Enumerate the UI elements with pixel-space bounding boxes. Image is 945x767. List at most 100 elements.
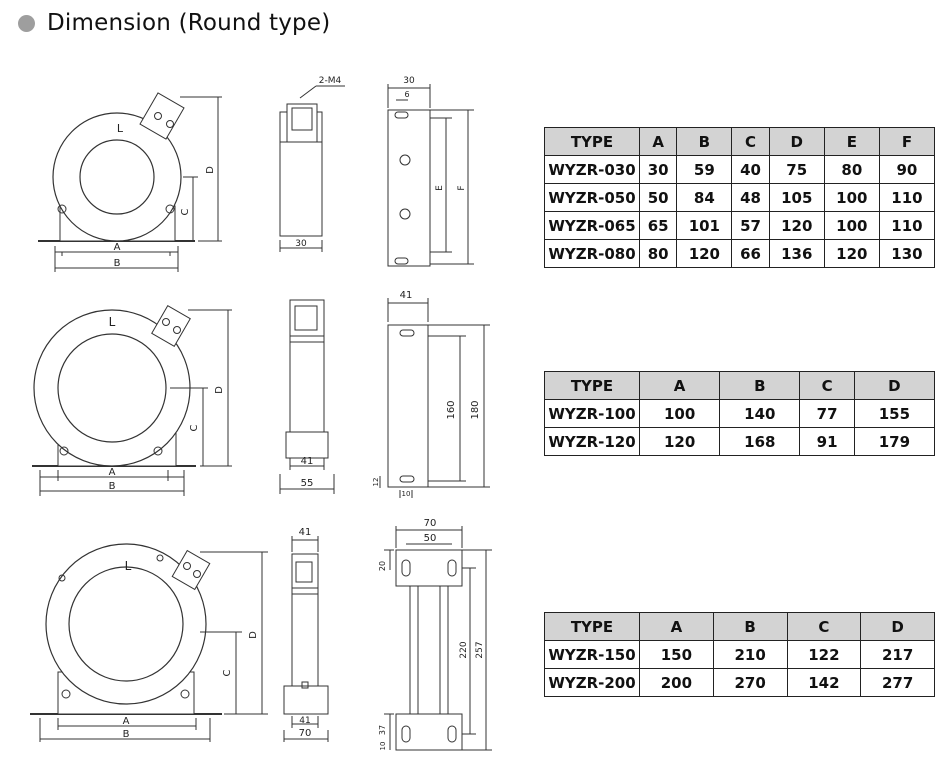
table-cell: WYZR-200 (544, 668, 640, 697)
table-cell: 91 (799, 427, 855, 456)
table-cell: 105 (768, 183, 825, 212)
table-header: A (638, 127, 678, 156)
table-cell: 120 (768, 211, 825, 240)
table-cell: 30 (638, 155, 678, 184)
table-cell: 140 (719, 399, 801, 428)
row3-label-a: A (123, 716, 130, 727)
table-header: B (719, 371, 801, 400)
table-cell: WYZR-050 (544, 183, 640, 212)
table-cell: 120 (638, 427, 721, 456)
table-cell: 80 (823, 155, 880, 184)
row3-label-b: B (123, 729, 130, 740)
row2-label-top: 41 (400, 290, 413, 301)
row2-front-view: L A B C D (32, 304, 232, 496)
row1-label-c: C (180, 208, 191, 215)
table-cell: 200 (639, 668, 714, 697)
table-cell: WYZR-065 (544, 211, 640, 240)
table-header: C (731, 127, 770, 156)
row1-label-width: 30 (295, 239, 307, 249)
row3-label-37: 37 (378, 725, 387, 735)
table-header: TYPE (544, 371, 640, 400)
row1-label-screw: 2-M4 (319, 76, 342, 86)
row2-label-outer: 55 (301, 478, 314, 489)
table-row: WYZR-050 50 84 48 105 100 110 (544, 183, 936, 212)
table-cell: 130 (878, 239, 936, 268)
row3-label-c: C (222, 669, 233, 676)
table-row: WYZR-120 120 168 91 179 (544, 427, 936, 456)
row1-label-e: E (435, 185, 445, 191)
table-header: D (853, 371, 936, 400)
table-cell: 50 (638, 183, 678, 212)
table-row: WYZR-065 65 101 57 120 100 110 (544, 211, 936, 240)
table-cell: 101 (676, 211, 733, 240)
table-header: D (768, 127, 825, 156)
row1-front-view: L A B C D (38, 92, 222, 272)
table-cell: WYZR-030 (544, 155, 640, 184)
row3-label-10: 10 (379, 742, 387, 751)
row2-label-inner: 41 (301, 456, 314, 467)
table-header-row: TYPE A B C D E F (544, 127, 936, 156)
row3-label-inner: 41 (299, 716, 310, 726)
table-cell: WYZR-100 (544, 399, 640, 428)
table-cell: 84 (676, 183, 733, 212)
table-row: WYZR-200 200 270 142 277 (544, 668, 935, 697)
spec-table-3: TYPE A B C D WYZR-150 150 210 122 217 WY… (544, 612, 935, 697)
row3-label-outer: 70 (299, 728, 312, 739)
table-cell: 75 (768, 155, 825, 184)
table-header: D (860, 612, 935, 641)
row3-label-d: D (248, 631, 259, 639)
table-header-row: TYPE A B C D (544, 612, 935, 641)
table-header: C (786, 612, 862, 641)
spec-table-2: TYPE A B C D WYZR-100 100 140 77 155 WYZ… (544, 371, 936, 456)
row1-label-center: L (117, 122, 124, 135)
table-cell: 277 (860, 668, 935, 697)
row1-label-b: B (114, 258, 121, 269)
table-header: TYPE (544, 612, 640, 641)
table-cell: 65 (638, 211, 678, 240)
row2-label-12: 12 (372, 478, 380, 487)
table-cell: 270 (712, 668, 788, 697)
table-cell: 59 (676, 155, 733, 184)
table-cell: 142 (786, 668, 862, 697)
row3-label-top: 41 (299, 527, 312, 538)
row1-label-f: F (457, 185, 467, 190)
row3-side-view: 41 41 70 (283, 527, 329, 742)
row1-label-top: 30 (403, 76, 415, 86)
table-header: B (712, 612, 788, 641)
table-cell: 100 (823, 183, 880, 212)
table-cell: 120 (823, 239, 880, 268)
row1-label-a: A (114, 242, 121, 253)
row2-label-center: L (109, 315, 116, 329)
table-cell: 100 (638, 399, 721, 428)
row3-label-220: 220 (459, 641, 469, 658)
row1-side-view: 2-M4 30 (279, 76, 345, 252)
table-header: B (676, 127, 733, 156)
row2-label-b: B (109, 481, 116, 492)
table-header: E (823, 127, 880, 156)
table-row: WYZR-080 80 120 66 136 120 130 (544, 239, 936, 268)
table-cell: 100 (823, 211, 880, 240)
row2-label-180: 180 (470, 400, 481, 419)
table-cell: 179 (853, 427, 936, 456)
table-cell: 122 (786, 640, 862, 669)
row2-label-160: 160 (446, 400, 457, 419)
row2-label-c: C (189, 424, 200, 431)
table-header: A (638, 371, 721, 400)
table-cell: 77 (799, 399, 855, 428)
table-cell: 110 (878, 183, 936, 212)
table-header-row: TYPE A B C D (544, 371, 936, 400)
row1-label-d: D (205, 166, 216, 174)
row2-label-10: 10 (402, 490, 411, 498)
row3-label-257: 257 (475, 641, 485, 658)
table-header: C (799, 371, 855, 400)
table-cell: 80 (638, 239, 678, 268)
table-header: TYPE (544, 127, 640, 156)
table-header: A (639, 612, 714, 641)
row2-side-view: 41 55 (279, 299, 335, 494)
table-cell: 210 (712, 640, 788, 669)
row3-front-view: L A B C D (30, 543, 268, 742)
table-cell: WYZR-150 (544, 640, 640, 669)
table-cell: 136 (768, 239, 825, 268)
table-row: WYZR-030 30 59 40 75 80 90 (544, 155, 936, 184)
page-title: Dimension (Round type) (47, 10, 331, 36)
